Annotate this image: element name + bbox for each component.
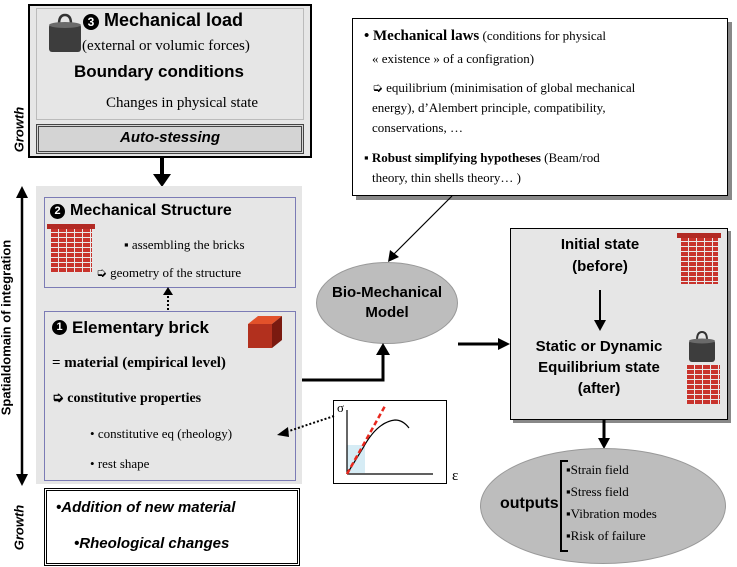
brick-wall-icon	[50, 227, 92, 273]
laws-line-6: ▪ Robust simplifying hypotheses (Beam/ro…	[364, 150, 600, 165]
output-risk: ▪Risk of failure	[566, 528, 646, 543]
laws-line-7: theory, thin shells theory… )	[372, 170, 521, 185]
brick-wall-loaded-icon	[686, 364, 720, 404]
output-stress: ▪Stress field	[566, 484, 629, 499]
dotted-arrow-graph	[277, 415, 335, 437]
brick-wall-initial-icon	[680, 236, 718, 284]
addition-new-material: •Addition of new material	[56, 499, 236, 516]
state-down-arrow	[594, 290, 606, 331]
stress-strain-graph	[333, 400, 447, 484]
structure-item-bricks: ▪ assembling the bricks	[124, 237, 245, 252]
weight-small-icon	[689, 330, 715, 362]
equilibrium-state-2: Equilibrium state	[538, 359, 660, 376]
mechanical-structure-title: Mechanical Structure	[70, 202, 232, 219]
laws-line-5: conservations, …	[372, 120, 463, 135]
dotted-arrow-up	[163, 287, 173, 314]
sigma-label: σ	[337, 400, 345, 415]
constitutive-eq: • constitutive eq (rheology)	[90, 426, 233, 441]
elastic-line	[345, 405, 387, 475]
boundary-conditions: Boundary conditions	[74, 62, 244, 81]
elementary-brick-title: Elementary brick	[72, 318, 210, 337]
laws-line-1: • Mechanical laws (conditions for physic…	[364, 28, 606, 44]
outputs-label: outputs	[500, 495, 559, 512]
auto-stessing-box	[36, 124, 304, 154]
model-label-2: Model	[365, 304, 409, 321]
equilibrium-state-3: (after)	[577, 380, 621, 397]
material-label: = material (empirical level)	[52, 355, 226, 371]
weight-icon	[49, 13, 81, 52]
initial-state-2: (before)	[572, 258, 628, 275]
mechanical-load-subtitle: (external or volumic forces)	[82, 38, 250, 54]
changes-physical-state: Changes in physical state	[106, 95, 259, 111]
laws-line-3: ➭ equilibrium (minimisation of global me…	[372, 80, 636, 95]
mechanical-laws-box	[352, 18, 728, 196]
brick-cube-icon	[248, 316, 282, 348]
laws-line-2: « existence » of a configration)	[372, 51, 535, 66]
outputs-ellipse	[480, 448, 726, 564]
rheological-changes: •Rheological changes	[74, 535, 230, 552]
badge-1: 1	[52, 320, 67, 335]
brick-wall-initial-cap	[677, 233, 721, 238]
badge-2: 2	[50, 204, 65, 219]
laws-line-4: energy), d’Alembert principle, compatibi…	[372, 100, 606, 115]
structure-item-geometry: ➭ geometry of the structure	[96, 265, 242, 280]
spatial-domain-arrow	[16, 186, 28, 486]
auto-stessing-label: Auto-stessing	[119, 129, 220, 146]
mechanical-load-title: Mechanical load	[104, 10, 244, 30]
rest-shape: • rest shape	[90, 456, 150, 471]
load-arrow	[153, 158, 171, 187]
model-label-1: Bio-Mechanical	[331, 284, 443, 301]
outputs-arrow	[598, 420, 610, 449]
constitutive-properties: ➭ constitutive properties	[52, 391, 202, 406]
epsilon-label: ε	[452, 468, 459, 484]
stress-strain-curve	[346, 419, 410, 475]
badge-3: 3	[83, 14, 99, 30]
output-vibration: ▪Vibration modes	[566, 506, 657, 521]
output-strain: ▪Strain field	[566, 462, 629, 477]
initial-state-1: Initial state	[560, 236, 640, 253]
outputs-bracket	[560, 460, 568, 552]
stress-strain-plot	[345, 405, 433, 475]
equilibrium-state-1: Static or Dynamic	[535, 338, 663, 355]
bio-mechanical-model-ellipse	[316, 262, 458, 344]
growth-bottom-box	[44, 488, 300, 566]
brick-wall-cap	[47, 224, 95, 229]
